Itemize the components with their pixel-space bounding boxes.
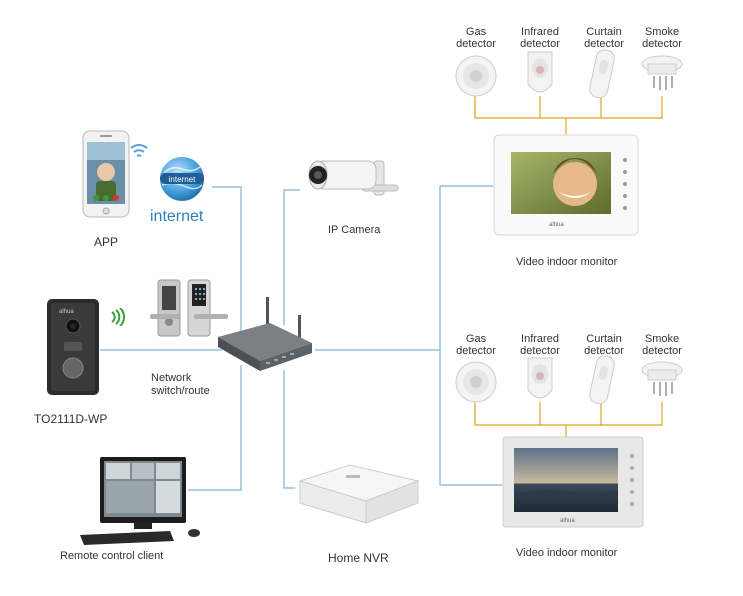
detector-bus-top xyxy=(474,96,663,119)
detector-label-smoke-top: Smoke detector xyxy=(642,26,682,50)
internet-globe-text: internet xyxy=(169,175,196,184)
gas-detector-icon xyxy=(455,55,497,97)
detector-label-gas-bottom: Gas detector xyxy=(456,333,496,357)
smart-door-lock-icon xyxy=(150,279,228,337)
network-switch-label: Network switch/route xyxy=(151,372,210,397)
monitor-logo-top: alhua xyxy=(549,222,564,228)
detector-label-infrared-bottom: Infrared detector xyxy=(520,333,560,357)
door-station-logo: alhua xyxy=(59,309,74,315)
router-switch-icon xyxy=(218,297,312,371)
wire-nvr xyxy=(283,370,295,489)
monitor-logo-bottom: alhua xyxy=(560,518,575,524)
desktop-computer-icon xyxy=(80,457,200,545)
curtain-detector-icon xyxy=(589,49,615,99)
app-label: APP xyxy=(93,235,118,249)
detector-label-smoke-bottom: Smoke detector xyxy=(642,333,682,357)
detector-bus-bottom xyxy=(474,402,663,426)
nvr-label: Home NVR xyxy=(328,551,389,565)
internet-label: internet xyxy=(150,208,204,225)
wire-remote-client xyxy=(188,365,242,491)
indoor-monitor-white-icon: alhua xyxy=(493,134,639,236)
wireless-signal-icon xyxy=(111,308,126,326)
detector-label-curtain-top: Curtain detector xyxy=(584,26,624,50)
infrared-detector-icon xyxy=(527,51,553,93)
door-station-label: TO2111D-WP xyxy=(34,412,108,426)
ip-camera-label: IP Camera xyxy=(328,224,381,236)
smoke-detector-icon xyxy=(641,361,683,396)
curtain-detector-icon xyxy=(589,355,615,405)
wifi-signal-icon xyxy=(130,144,148,157)
indoor-monitor-silver-icon: alhua xyxy=(502,436,644,528)
detector-label-gas-top: Gas detector xyxy=(456,26,496,50)
wire-internet xyxy=(212,186,242,340)
globe-icon: internet xyxy=(160,157,204,201)
door-station-device-icon: alhua xyxy=(47,299,99,395)
nvr-recorder-icon xyxy=(298,464,420,524)
gas-detector-icon xyxy=(455,361,497,403)
remote-client-label: Remote control client xyxy=(60,550,164,562)
smartphone-icon xyxy=(82,130,130,218)
bullet-camera-icon xyxy=(308,160,399,196)
monitor-bottom-label: Video indoor monitor xyxy=(516,547,618,559)
wire-ip-camera xyxy=(283,189,300,325)
detector-label-curtain-bottom: Curtain detector xyxy=(584,333,624,357)
infrared-detector-icon xyxy=(527,357,553,399)
detector-label-infrared-top: Infrared detector xyxy=(520,26,560,50)
smoke-detector-icon xyxy=(641,55,683,90)
monitor-top-label: Video indoor monitor xyxy=(516,256,618,268)
